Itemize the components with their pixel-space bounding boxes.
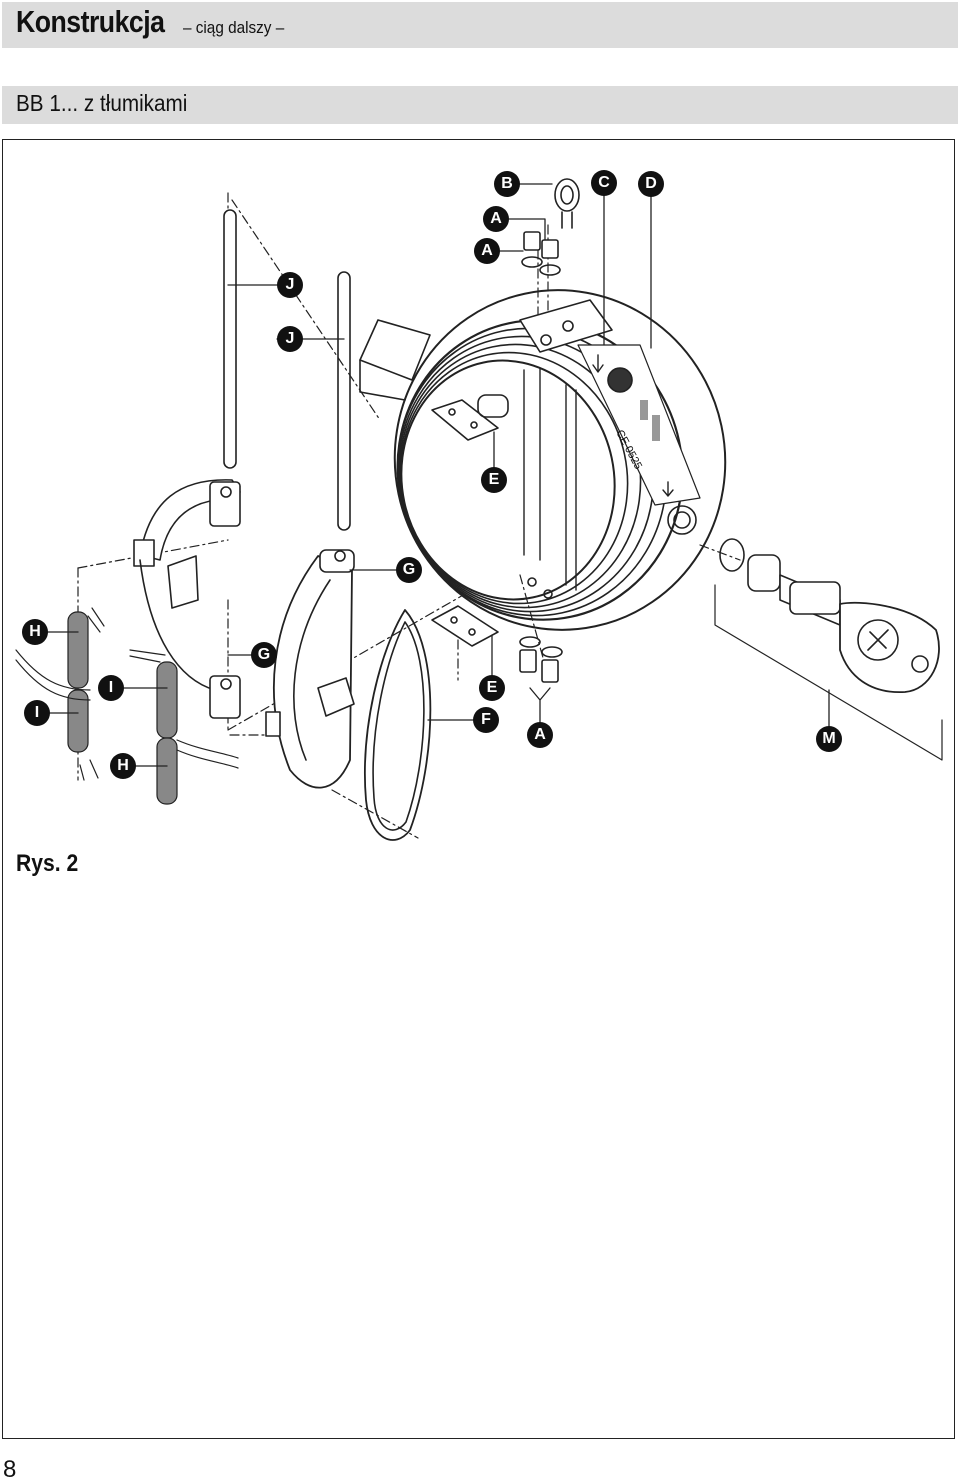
callout-label: E — [479, 675, 505, 701]
figure-frame — [2, 139, 955, 1439]
damper-frame-left — [133, 479, 241, 719]
coil-springs — [15, 607, 239, 805]
callout-label: A — [527, 722, 553, 748]
callout-label: J — [277, 326, 303, 352]
hinge-bracket — [431, 394, 509, 441]
figure-caption: Rys. 2 — [16, 850, 79, 877]
callout-label: G — [251, 642, 277, 668]
callout-label: F — [473, 707, 499, 733]
plug-set-top — [521, 231, 561, 276]
callout-label: E — [481, 467, 507, 493]
limit-switch — [714, 538, 943, 761]
callout-label: H — [110, 753, 136, 779]
callout-label: B — [494, 171, 520, 197]
eye-bolt — [554, 178, 580, 229]
callout-label: I — [98, 675, 124, 701]
callout-label: D — [638, 171, 664, 197]
callout-label: M — [816, 726, 842, 752]
gasket — [364, 609, 432, 841]
page-number: 8 — [3, 1456, 17, 1483]
header-bar — [2, 2, 958, 48]
plug-set-bottom — [519, 636, 563, 683]
rod-j — [223, 209, 351, 531]
callout-label: I — [24, 700, 50, 726]
valve-body — [359, 289, 727, 631]
page-title: Konstrukcja — [16, 4, 165, 39]
callout-label: H — [22, 619, 48, 645]
callout-label: J — [277, 272, 303, 298]
callout-label: A — [474, 238, 500, 264]
callout-label: C — [591, 170, 617, 196]
section-bar — [2, 86, 958, 124]
page-subtitle: – ciąg dalszy – — [183, 18, 285, 37]
callout-label: A — [483, 206, 509, 232]
damper-plate — [265, 549, 355, 789]
section-title: BB 1... z tłumikami — [16, 90, 188, 116]
callout-label: G — [396, 557, 422, 583]
bracket-lower — [431, 605, 499, 647]
